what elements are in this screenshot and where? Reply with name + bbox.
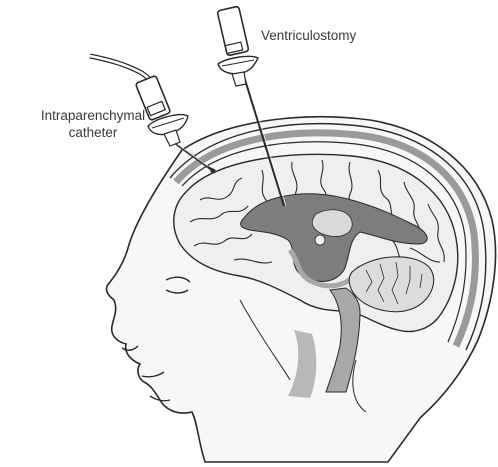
- ventriculostomy-collar: [232, 72, 246, 86]
- label-ventriculostomy: Ventriculostomy: [261, 27, 356, 44]
- label-intraparenchymal-line1: Intraparenchymal: [8, 107, 178, 124]
- label-intraparenchymal-line2: catheter: [8, 124, 178, 141]
- thalamus: [315, 235, 325, 245]
- label-intraparenchymal-catheter: Intraparenchymal catheter: [8, 107, 178, 141]
